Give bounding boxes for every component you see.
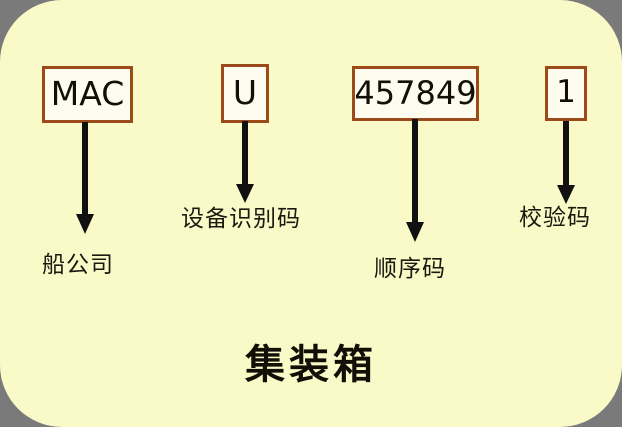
code-box-serial-text: 457849	[354, 73, 477, 112]
code-box-category-text: U	[232, 73, 258, 112]
caption-serial: 顺序码	[374, 256, 446, 282]
down-arrow-icon-check	[555, 121, 577, 204]
code-box-owner-text: MAC	[50, 74, 125, 113]
down-arrow-icon-owner	[74, 122, 96, 234]
code-box-serial: 457849	[352, 66, 479, 121]
down-arrow-icon-category	[234, 121, 256, 203]
code-box-check-text: 1	[556, 74, 576, 110]
diagram-title: 集装箱	[245, 342, 377, 388]
code-box-category: U	[221, 64, 269, 123]
caption-category: 设备识别码	[181, 206, 301, 232]
down-arrow-icon-serial	[404, 119, 426, 242]
caption-owner: 船公司	[42, 252, 114, 278]
code-box-owner: MAC	[42, 66, 133, 123]
caption-check: 校验码	[519, 205, 591, 231]
code-box-check: 1	[545, 66, 587, 121]
